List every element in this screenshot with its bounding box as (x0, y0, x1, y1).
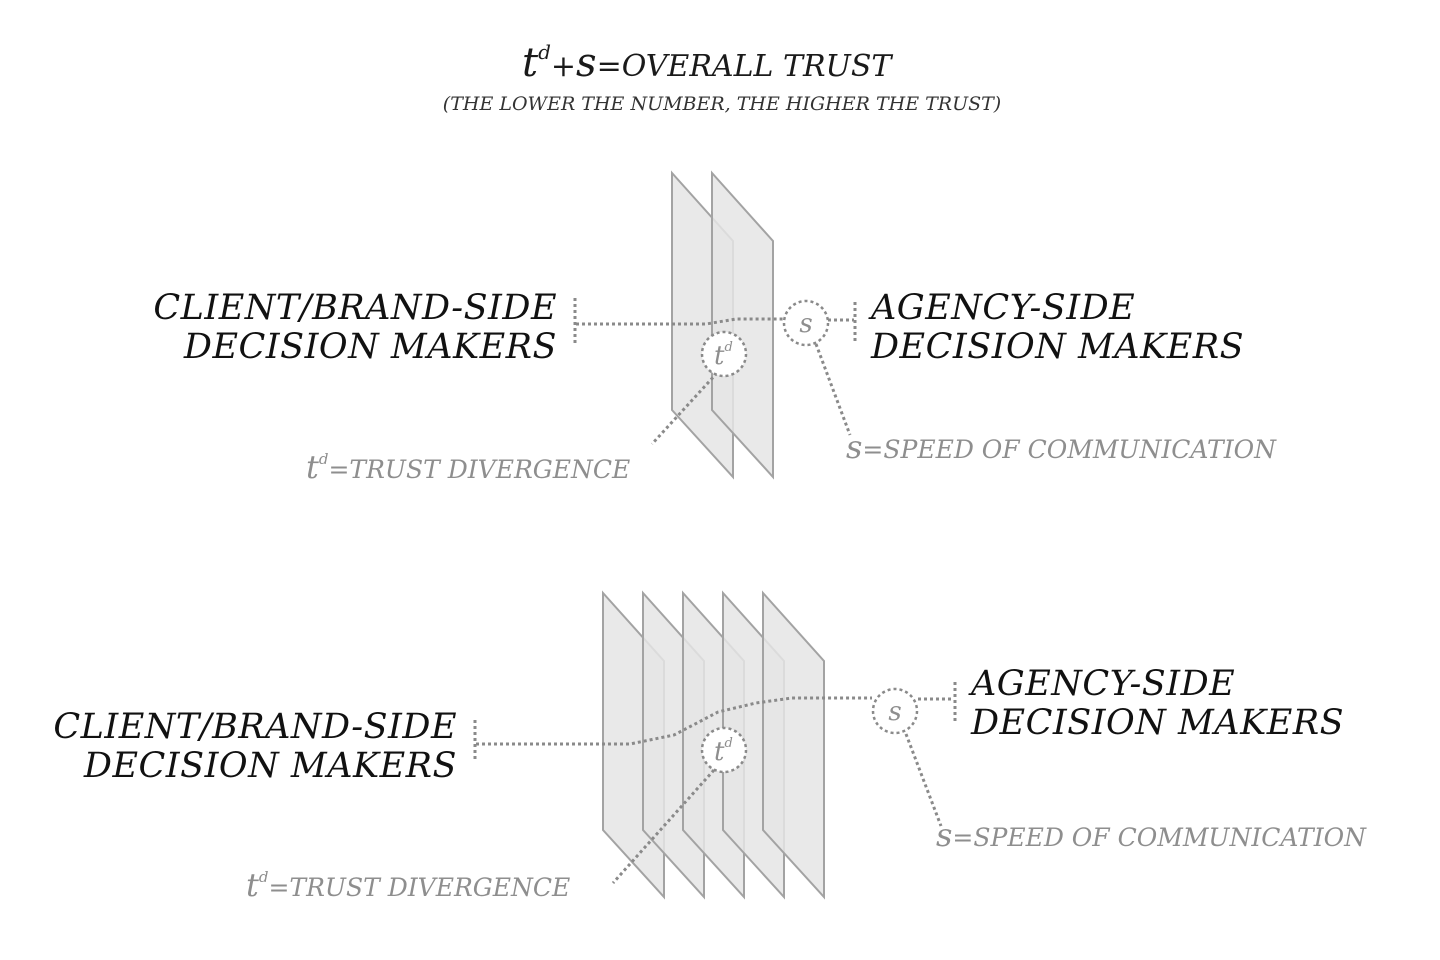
agency-label-line1: AGENCY-SIDE (968, 664, 1235, 704)
title-block: td+s=OVERALL TRUST (THE LOWER THE NUMBER… (443, 40, 1001, 115)
client-label-line2: DECISION MAKERS (83, 746, 457, 786)
speed-node-letter: s (888, 697, 901, 727)
speed-text: =SPEED OF COMMUNICATION (952, 823, 1367, 852)
layer-plane (762, 590, 825, 900)
trust-divergence-label: td=TRUST DIVERGENCE (246, 866, 570, 904)
trust-divergence-t: t (306, 448, 319, 486)
trust-node-t: t (714, 341, 725, 371)
speed-node-circle (871, 687, 919, 735)
agency-label-line2: DECISION MAKERS (970, 703, 1344, 743)
speed-label: s=SPEED OF COMMUNICATION (846, 428, 1277, 466)
trust-divergence-text: =TRUST DIVERGENCE (328, 455, 630, 484)
client-label-line1: CLIENT/BRAND-SIDE (153, 288, 557, 328)
communication-line (476, 696, 872, 746)
title-s: s (576, 40, 597, 86)
speed-node-circle (782, 299, 830, 347)
diagram-bottom: s td CLIENT/BRAND-SIDE DECISION MAKERS A… (53, 590, 1367, 904)
trust-divergence-d: d (319, 450, 329, 468)
speed-node: s (871, 687, 919, 735)
trust-divergence-t: t (246, 866, 259, 904)
speed-label: s=SPEED OF COMMUNICATION (936, 816, 1367, 854)
trust-divergence-text: =TRUST DIVERGENCE (268, 873, 570, 902)
diagram-top: s td CLIENT/BRAND-SIDE DECISION MAKERS A… (153, 170, 1277, 486)
client-label-line2: DECISION MAKERS (183, 327, 557, 367)
client-label-line1: CLIENT/BRAND-SIDE (53, 707, 457, 747)
communication-line (576, 317, 784, 326)
speed-s: s (936, 816, 952, 854)
trust-node-d: d (724, 736, 732, 751)
title-d-superscript: d (538, 40, 551, 64)
speed-node: s (782, 299, 830, 347)
speed-node-letter: s (799, 309, 812, 339)
agency-label-line1: AGENCY-SIDE (868, 288, 1135, 328)
trust-node: td (700, 726, 748, 774)
trust-node-text: td (714, 736, 733, 767)
agency-label-line2: DECISION MAKERS (870, 327, 1244, 367)
trust-divergence-leader (611, 769, 716, 884)
trust-node-circle (700, 726, 748, 774)
speed-text: =SPEED OF COMMUNICATION (862, 435, 1277, 464)
title-subtitle: (THE LOWER THE NUMBER, THE HIGHER THE TR… (443, 93, 1001, 115)
trust-divergence-d: d (259, 868, 269, 886)
title-overall-trust: =OVERALL TRUST (597, 49, 894, 84)
trust-divergence-leader (650, 371, 719, 446)
title-t: t (522, 40, 539, 86)
trust-node-t: t (714, 737, 725, 767)
speed-leader (904, 733, 943, 827)
layer-plane (711, 170, 774, 480)
trust-node-circle (700, 330, 748, 378)
trust-node-d: d (724, 340, 732, 355)
trust-node: td (700, 330, 748, 378)
title-plus: + (551, 49, 576, 84)
speed-leader (814, 343, 852, 436)
trust-divergence-label: td=TRUST DIVERGENCE (306, 448, 630, 486)
speed-s: s (846, 428, 862, 466)
diagram-top-planes (671, 170, 774, 480)
title-formula: td+s=OVERALL TRUST (522, 40, 893, 86)
trust-node-text: td (714, 340, 733, 371)
